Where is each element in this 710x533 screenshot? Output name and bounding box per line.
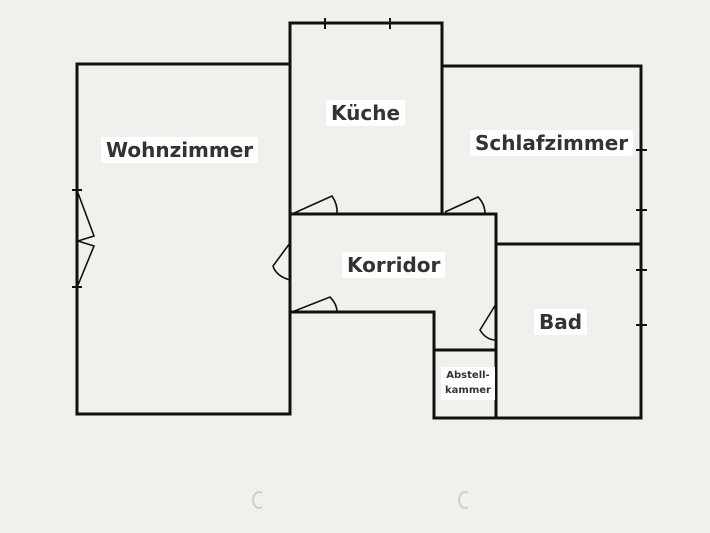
door-bad [479,303,497,341]
wall-bad [432,242,643,420]
label-abstellkammer-line1: Abstell- [446,370,490,381]
wall-schlafzimmer [440,64,643,246]
label-korridor: Korridor [342,252,446,278]
binder-holes [252,491,469,509]
label-wohnzimmer: Wohnzimmer [101,137,259,163]
wall-kueche [288,21,444,216]
door-balcony [75,192,96,286]
wall-wohnzimmer [75,62,292,416]
door-korridor [291,296,338,313]
door-swings [75,192,497,341]
label-kueche: Küche [326,100,406,126]
window-marks [72,18,647,326]
door-schlafzimmer [444,196,486,215]
wall-korridor-bottom [288,310,436,420]
wall-korridor-top [288,212,498,246]
door-wohnzimmer [272,242,291,281]
label-bad: Bad [534,309,588,335]
label-schlafzimmer: Schlafzimmer [470,130,634,156]
label-abstellkammer-line2: kammer [445,384,491,396]
label-abstellkammer: Abstell- kammer [441,367,495,400]
door-kueche [291,194,338,215]
